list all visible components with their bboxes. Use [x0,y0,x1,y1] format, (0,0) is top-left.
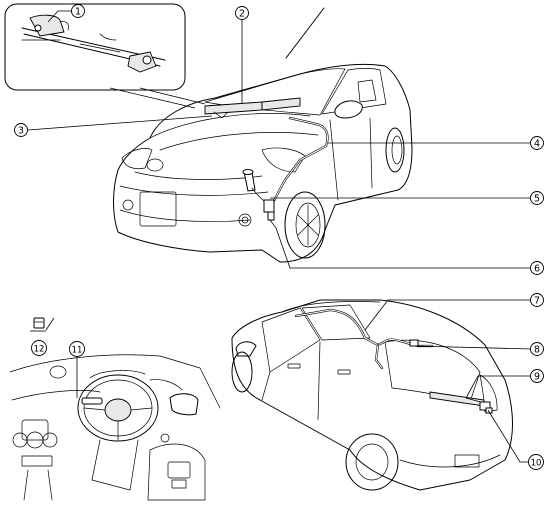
fuse-icon [30,317,55,332]
front-wiper-arms [204,97,301,119]
callout-1-label: 1 [75,7,81,18]
callout-6-label: 6 [534,264,540,275]
callout-12: 12 [31,340,47,356]
rear-washer-nozzle [409,339,419,347]
leader-lines [27,10,533,463]
callout-11-label: 11 [72,346,83,356]
callout-10: 10 [528,454,544,470]
callout-12-label: 12 [34,345,45,355]
callout-5-label: 5 [534,194,540,205]
callout-4: 4 [530,136,544,150]
wiper-linkage-inset [4,3,186,91]
callout-9-label: 9 [534,372,540,383]
callout-2: 2 [235,6,249,20]
callout-10-label: 10 [531,459,542,469]
callout-7: 7 [530,293,544,307]
callout-1: 1 [71,4,85,18]
callout-3: 3 [14,123,28,137]
washer-tank-filler [242,169,269,205]
callout-5: 5 [530,191,544,205]
front-washer-hose [268,116,329,210]
callout-11: 11 [69,341,85,357]
callout-4-label: 4 [534,139,540,150]
callout-7-label: 7 [534,296,540,307]
callout-6: 6 [530,261,544,275]
front-car-illustration [113,63,413,263]
washer-pump [263,199,277,229]
callout-8-label: 8 [534,345,540,356]
rear-washer-hose [294,308,434,370]
antenna [285,7,325,59]
rear-wiper-arm [429,391,493,414]
interior-illustration [9,354,221,501]
callout-9: 9 [530,369,544,383]
rear-car-illustration [231,299,513,491]
callout-2-label: 2 [239,9,245,20]
callout-3-label: 3 [18,126,24,137]
callout-8: 8 [530,342,544,356]
